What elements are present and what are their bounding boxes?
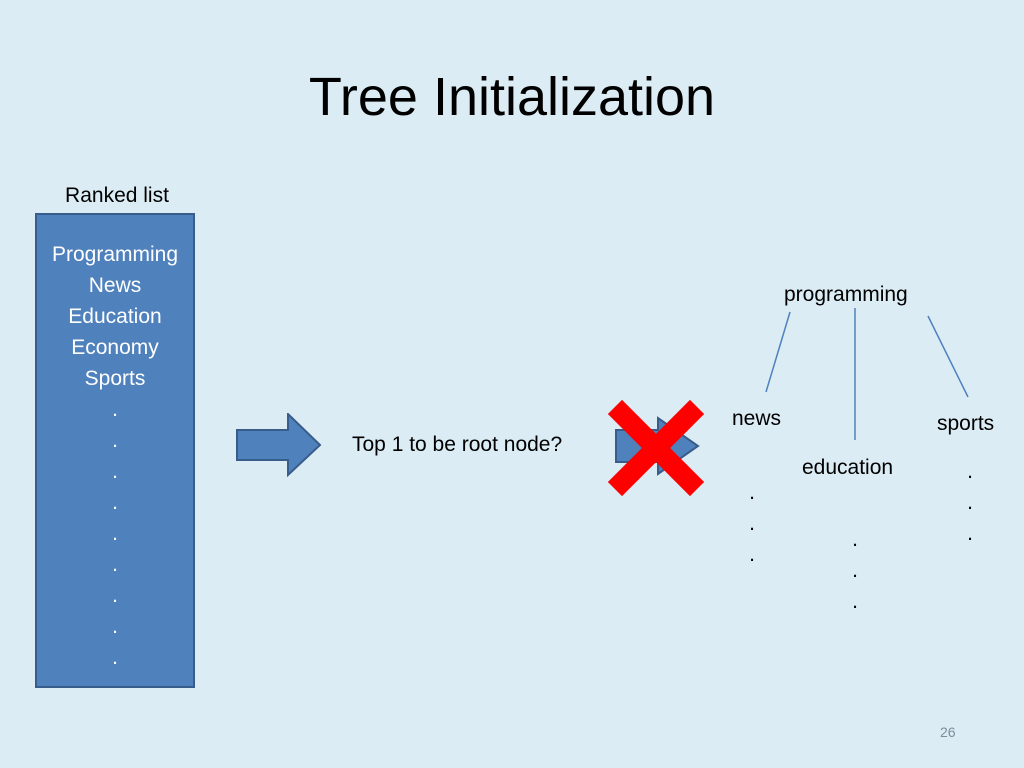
continuation-dot: . <box>852 559 858 582</box>
ranked-list-items: Programming News Education Economy Sport… <box>37 239 193 673</box>
ranked-continuation-dot: . <box>112 460 118 483</box>
ranked-item: Economy <box>71 336 159 359</box>
ranked-continuation-dot: . <box>112 429 118 452</box>
continuation-dot: . <box>852 590 858 613</box>
rejected-arrow-cross-icon <box>608 400 704 496</box>
education-continuation-dots: . . . <box>845 524 865 617</box>
tree-child-node-news: news <box>732 407 782 430</box>
edge-root-sports <box>927 315 969 398</box>
ranked-list-box: Programming News Education Economy Sport… <box>35 213 195 688</box>
continuation-dot: . <box>852 528 858 551</box>
ranked-item: Programming <box>51 243 179 266</box>
ranked-continuation-dot: . <box>112 646 118 669</box>
news-continuation-dots: . . . <box>742 477 762 570</box>
ranked-item: Education <box>68 305 162 328</box>
ranked-item: Sports <box>84 367 146 390</box>
sports-continuation-dots: . . . <box>960 456 980 549</box>
edge-root-news <box>765 311 791 393</box>
ranked-continuation-dot: . <box>112 522 118 545</box>
ranked-continuation-dot: . <box>112 615 118 638</box>
continuation-dot: . <box>749 481 755 504</box>
tree-child-node-education: education <box>802 456 894 479</box>
continuation-dot: . <box>967 491 973 514</box>
ranked-list-caption: Ranked list <box>65 184 169 207</box>
ranked-continuation-dot: . <box>112 398 118 421</box>
root-node-question: Top 1 to be root node? <box>352 433 563 456</box>
continuation-dot: . <box>967 522 973 545</box>
ranked-continuation-dot: . <box>112 553 118 576</box>
right-arrow-icon <box>236 413 322 477</box>
ranked-continuation-dot: . <box>112 584 118 607</box>
slide-title: Tree Initialization <box>308 67 716 127</box>
tree-root-node: programming <box>784 283 908 306</box>
slide-page-number: 26 <box>940 724 956 740</box>
ranked-item: News <box>88 274 142 297</box>
ranked-continuation-dot: . <box>112 491 118 514</box>
continuation-dot: . <box>967 460 973 483</box>
continuation-dot: . <box>749 512 755 535</box>
continuation-dot: . <box>749 543 755 566</box>
tree-child-node-sports: sports <box>937 412 995 435</box>
